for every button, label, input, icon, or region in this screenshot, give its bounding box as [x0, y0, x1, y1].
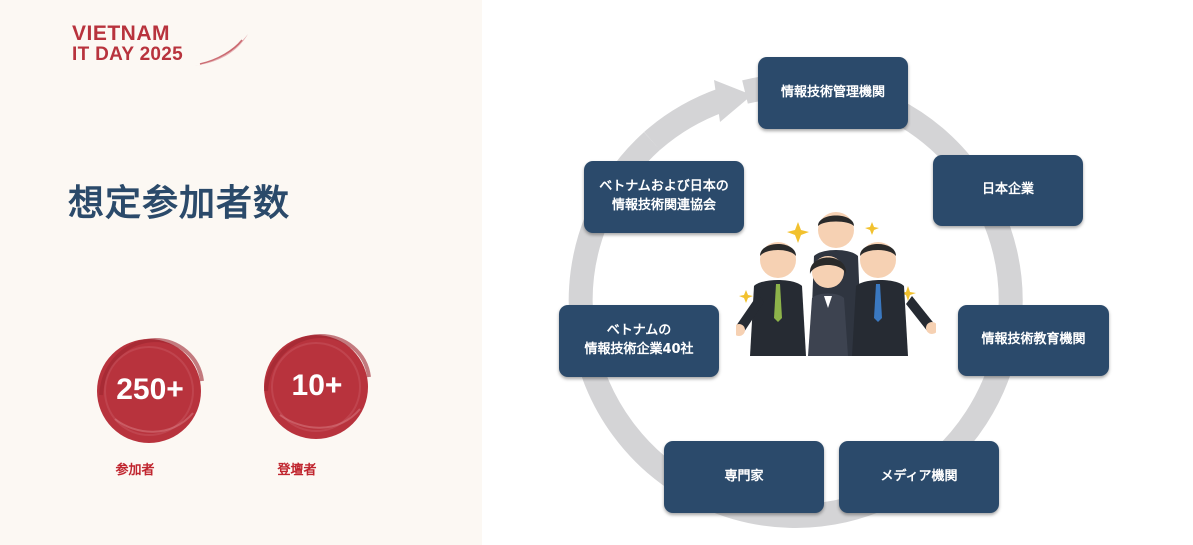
stat-speakers-label: 登壇者	[277, 463, 317, 478]
node-it-management-agency: 情報技術管理機関	[758, 57, 908, 129]
node-label-line2: 情報技術関連協会	[611, 198, 716, 213]
node-media-organizations: メディア機関	[839, 441, 999, 513]
node-japanese-companies: 日本企業	[933, 155, 1083, 226]
logo-title: VIETNAM	[72, 22, 170, 45]
stat-attendees: 250+ 参加者	[95, 335, 205, 478]
node-it-education-institutions: 情報技術教育機関	[958, 305, 1109, 376]
stat-attendees-value: 250+	[116, 373, 184, 406]
node-it-associations: ベトナムおよび日本の 情報技術関連協会	[584, 161, 744, 233]
node-label: 情報技術教育機関	[981, 332, 1086, 348]
node-label: 専門家	[724, 468, 764, 484]
brush-circle-icon	[97, 337, 204, 443]
logo-subtitle: IT DAY 2025	[72, 44, 184, 65]
brush-circle-icon	[264, 333, 371, 439]
node-label: 日本企業	[981, 182, 1034, 198]
node-label: 情報技術管理機関	[780, 84, 885, 100]
logo-swoosh-icon	[194, 34, 248, 66]
stat-speakers: 10+ 登壇者	[262, 333, 372, 478]
vietnam-it-day-logo: VIETNAM IT DAY 2025	[72, 22, 252, 72]
node-label-line1: ベトナムおよび日本の	[599, 179, 729, 195]
node-label: メディア機関	[880, 468, 958, 484]
node-vietnam-it-companies: ベトナムの 情報技術企業40社	[559, 305, 719, 377]
left-panel: VIETNAM IT DAY 2025 想定参加者数 250+ 参加者 10+ …	[0, 0, 482, 545]
node-label-line1: ベトナムの	[606, 323, 672, 339]
page-title: 想定参加者数	[68, 183, 291, 224]
node-experts: 専門家	[664, 441, 824, 513]
stat-speakers-value: 10+	[291, 369, 343, 402]
stat-attendees-label: 参加者	[115, 463, 155, 478]
business-people-illustration	[736, 212, 936, 356]
stakeholder-cycle-diagram: 情報技術管理機関 日本企業 情報技術教育機関 メディア機関 専門家 ベトナムの …	[482, 0, 1193, 545]
node-label-line2: 情報技術企業40社	[584, 342, 694, 357]
